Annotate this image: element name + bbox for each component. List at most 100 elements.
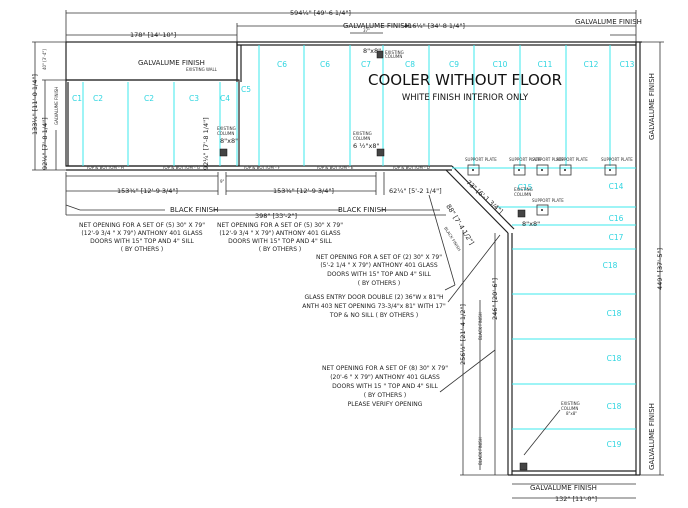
- cooler-dividers: [82, 45, 636, 430]
- svg-text:COLUMN: COLUMN: [561, 406, 578, 411]
- cooler-label: C18: [607, 309, 622, 318]
- existing-column-1: EXISTING COLUMN 8"x8": [217, 126, 238, 157]
- cooler-label: C12: [584, 60, 599, 69]
- cooler-label: C9: [449, 60, 459, 69]
- cooler-label: C16: [609, 214, 624, 223]
- svg-text:TOP & NO SILL ( BY OTHERS ): TOP & NO SILL ( BY OTHERS ): [329, 312, 418, 319]
- cooler-label: C18: [607, 354, 622, 363]
- svg-text:( BY OTHERS ): ( BY OTHERS ): [364, 392, 407, 399]
- svg-text:EXISTING: EXISTING: [561, 401, 580, 406]
- panel-label-d: TOP & BOTTOM - D: [391, 165, 430, 170]
- dim-left-upper: 40" [3'-4"]: [42, 49, 47, 70]
- svg-text:SUPPORT PLATE: SUPPORT PLATE: [532, 198, 564, 203]
- note-4: GLASS ENTRY DOOR DOUBLE (2) 36"W x 81"H …: [302, 294, 446, 319]
- dim-vert-1: 256½" [21'-4 1/2"]: [459, 304, 467, 365]
- existing-column-4: EXISTING COLUMN 8"x8": [514, 187, 540, 228]
- left-dimensions: [32, 41, 66, 171]
- bottom-dimensions: [65, 172, 446, 216]
- svg-text:EXISTING: EXISTING: [217, 126, 236, 131]
- dim-right-top: 416¼" [34'-8 1/4"]: [404, 22, 465, 30]
- svg-text:8"x8": 8"x8": [522, 220, 540, 228]
- svg-text:COLUMN: COLUMN: [353, 136, 370, 141]
- lower-leg-dimensions: [460, 41, 664, 499]
- cooler-label: C8: [405, 60, 415, 69]
- finish-galvalume-top-right: GALVALUME FINISH: [575, 18, 642, 26]
- drawing-title: COOLER WITHOUT FLOOR: [368, 71, 562, 89]
- svg-text:SUPPORT PLATE: SUPPORT PLATE: [532, 157, 564, 162]
- cooler-label: C11: [538, 60, 553, 69]
- column-icon: [376, 50, 384, 59]
- panel-label-e: TOP & BOTTOM - E: [315, 165, 354, 170]
- svg-text:EXISTING: EXISTING: [353, 131, 372, 136]
- dim-left-inner-height: 92¼" [7'-8 1/4"]: [41, 117, 49, 170]
- finish-galvalume-inner: GALVALUME FINISH: [138, 59, 205, 67]
- svg-text:( BY OTHERS ): ( BY OTHERS ): [121, 246, 164, 253]
- cooler-label: C2: [144, 94, 154, 103]
- dim-small-37: 37": [363, 28, 370, 33]
- existing-column-2: EXISTING COLUMN 6 ½"x8": [353, 131, 385, 157]
- note-1: NET OPENING FOR A SET OF (5) 30" X 79" (…: [79, 222, 205, 253]
- svg-text:6 ½"x8": 6 ½"x8": [353, 142, 379, 150]
- dim-mid-height: 92¼" [7'-8 1/4"]: [202, 117, 210, 170]
- cooler-label: C13: [620, 60, 635, 69]
- cooler-label: C5: [241, 85, 251, 94]
- cooler-label: C15: [518, 183, 533, 192]
- svg-text:8"x8": 8"x8": [566, 411, 577, 416]
- cooler-label: C4: [220, 94, 230, 103]
- cooler-label: C10: [493, 60, 508, 69]
- finish-black-2: BLACK FINISH: [338, 206, 386, 214]
- svg-text:( BY OTHERS ): ( BY OTHERS ): [259, 246, 302, 253]
- support-plates: SUPPORT PLATE SUPPORT PLATE SUPPORT PLAT…: [465, 157, 633, 216]
- svg-text:NET OPENING FOR A SET OF (5) 3: NET OPENING FOR A SET OF (5) 30" X 79": [79, 222, 205, 229]
- finish-black-1: BLACK FINISH: [170, 206, 218, 214]
- existing-column-5: EXISTING COLUMN 8"x8": [519, 401, 580, 471]
- note-2: NET OPENING FOR A SET OF (5) 30" X 79" (…: [217, 222, 343, 253]
- dim-diag-2: 88" [7'-4 1/2"]: [444, 203, 475, 247]
- dim-left-height: 133¼" [11'-0 1/4"]: [31, 74, 39, 135]
- svg-text:DOORS WITH 15" TOP AND 4" SILL: DOORS WITH 15" TOP AND 4" SILL: [228, 238, 332, 245]
- finish-galvalume-right-upper: GALVALUME FINISH: [648, 73, 656, 140]
- svg-text:NET OPENING FOR A SET OF (2) 3: NET OPENING FOR A SET OF (2) 30" X 79": [316, 254, 442, 261]
- svg-text:GLASS ENTRY DOOR DOUBLE (2) 36: GLASS ENTRY DOOR DOUBLE (2) 36"W x 81"H: [304, 294, 443, 301]
- finish-galvalume-top-mid: GALVALUME FINISH: [343, 22, 410, 30]
- cooler-label: C17: [609, 233, 624, 242]
- panel-label-f: TOP & BOTTOM - F: [242, 165, 281, 170]
- cooler-label: C18: [607, 402, 622, 411]
- dim-vert-2: 246" [20'-6"]: [491, 278, 499, 320]
- finish-galvalume-bottom: GALVALUME FINISH: [530, 484, 597, 492]
- cooler-label: C1: [72, 94, 82, 103]
- svg-text:EXISTING: EXISTING: [514, 187, 533, 192]
- svg-text:DOORS WITH 15" TOP AND 4" SILL: DOORS WITH 15" TOP AND 4" SILL: [327, 271, 431, 278]
- finish-black-vert-1: BLACK FINISH: [478, 312, 483, 340]
- dim-left-top: 178" [14'-10"]: [130, 31, 176, 39]
- dim-small-9: 9": [220, 179, 225, 184]
- svg-text:DOORS WITH 15 " TOP AND 4" SIL: DOORS WITH 15 " TOP AND 4" SILL: [332, 383, 438, 390]
- cooler-label: C3: [189, 94, 199, 103]
- cooler-label: C2: [93, 94, 103, 103]
- panel-label-g: TOP & BOTTOM - G: [161, 165, 200, 170]
- top-dimensions: [65, 10, 637, 50]
- dim-right-height: 449" [37'-5"]: [656, 248, 664, 290]
- svg-text:SUPPORT PLATE: SUPPORT PLATE: [509, 157, 541, 162]
- existing-column-3: 8"x8" EXISTING COLUMN: [363, 47, 404, 59]
- column-icon: [517, 209, 526, 218]
- svg-text:(5'-2 1/4 " X 79") ANTHONY 40: (5'-2 1/4 " X 79") ANTHONY 401 GLASS: [320, 262, 438, 269]
- svg-text:EXISTING: EXISTING: [385, 50, 404, 55]
- svg-text:COLUMN: COLUMN: [217, 131, 234, 136]
- cooler-label: C14: [609, 182, 624, 191]
- dim-seg-2: 153¾" [12'-9 3/4"]: [273, 187, 334, 195]
- leader-lines: [428, 194, 501, 393]
- finish-galvalume-right-lower: GALVALUME FINISH: [648, 403, 656, 470]
- existing-wall-label: EXISTING WALL: [186, 67, 218, 72]
- svg-text:DOORS WITH 15" TOP AND 4" SILL: DOORS WITH 15" TOP AND 4" SILL: [90, 238, 194, 245]
- svg-text:( BY OTHERS ): ( BY OTHERS ): [358, 280, 401, 287]
- dim-overall-top: 594¼" [49'-6 1/4"]: [290, 9, 351, 17]
- svg-text:NET OPENING FOR A SET OF (5) 3: NET OPENING FOR A SET OF (5) 30" X 79": [217, 222, 343, 229]
- cooler-label: C6: [277, 60, 287, 69]
- cooler-label: C18: [603, 261, 618, 270]
- dim-seg-3: 62¼" [5'-2 1/4"]: [389, 187, 442, 195]
- note-3: NET OPENING FOR A SET OF (2) 30" X 79" (…: [316, 254, 442, 287]
- cooler-label: C19: [607, 440, 622, 449]
- note-5: NET OPENING FOR A SET OF (8) 30" X 79" (…: [322, 365, 448, 408]
